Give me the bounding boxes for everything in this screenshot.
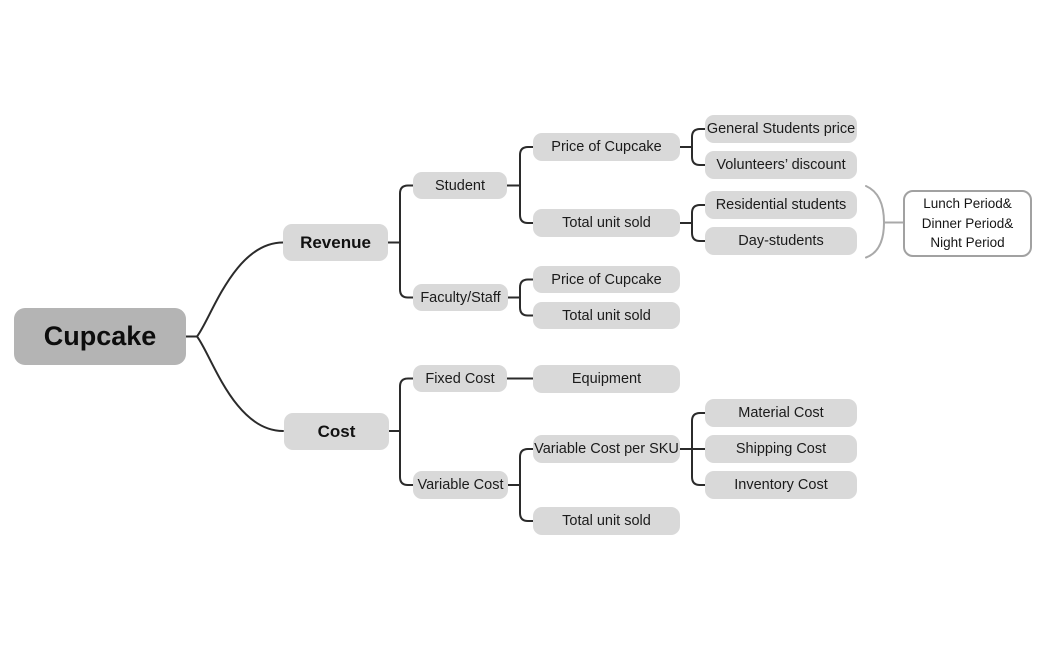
node-faculty-total-unit-sold[interactable]: Total unit sold <box>533 302 680 329</box>
node-student[interactable]: Student <box>413 172 507 199</box>
summary-brace <box>865 185 904 259</box>
node-general-students-price[interactable]: General Students price <box>705 115 857 143</box>
node-student-price-of-cupcake[interactable]: Price of Cupcake <box>533 133 680 161</box>
node-faculty-staff[interactable]: Faculty/Staff <box>413 284 508 311</box>
node-volunteers-discount[interactable]: Volunteers’ discount <box>705 151 857 179</box>
node-inventory-cost[interactable]: Inventory Cost <box>705 471 857 499</box>
node-student-total-unit-sold[interactable]: Total unit sold <box>533 209 680 237</box>
node-summary-periods[interactable]: Lunch Period& Dinner Period& Night Perio… <box>903 190 1032 257</box>
node-cost[interactable]: Cost <box>284 413 389 450</box>
node-fixed-cost[interactable]: Fixed Cost <box>413 365 507 392</box>
node-variable-cost-per-sku[interactable]: Variable Cost per SKU <box>533 435 680 463</box>
node-equipment[interactable]: Equipment <box>533 365 680 393</box>
node-residential-students[interactable]: Residential students <box>705 191 857 219</box>
node-variable-cost[interactable]: Variable Cost <box>413 471 508 499</box>
node-shipping-cost[interactable]: Shipping Cost <box>705 435 857 463</box>
node-cupcake-root[interactable]: Cupcake <box>14 308 186 365</box>
node-revenue[interactable]: Revenue <box>283 224 388 261</box>
node-day-students[interactable]: Day-students <box>705 227 857 255</box>
node-cost-total-unit-sold[interactable]: Total unit sold <box>533 507 680 535</box>
node-faculty-price-of-cupcake[interactable]: Price of Cupcake <box>533 266 680 293</box>
node-material-cost[interactable]: Material Cost <box>705 399 857 427</box>
